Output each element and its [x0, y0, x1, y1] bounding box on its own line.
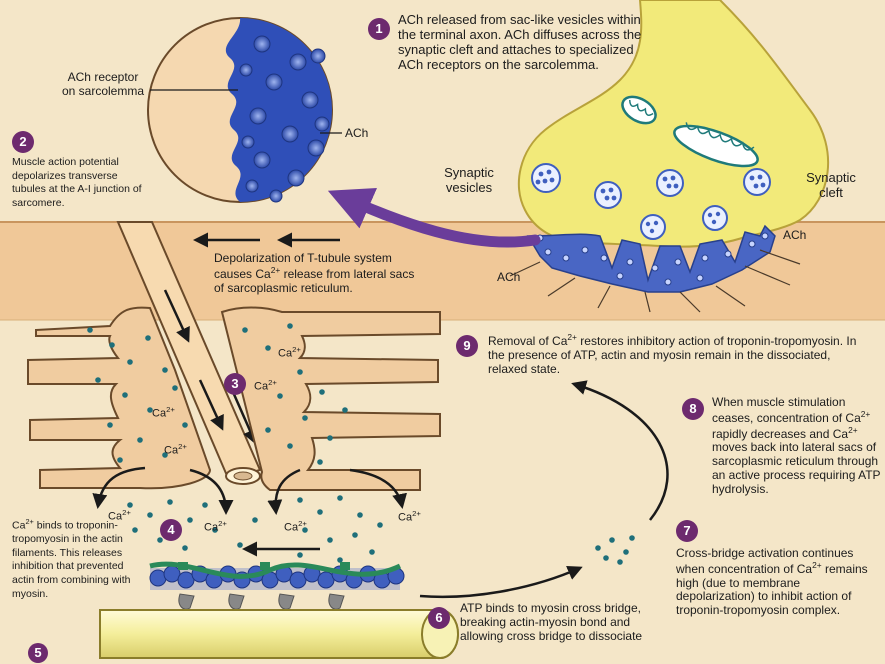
- ca-label: Ca2+: [254, 378, 277, 393]
- step-badge-9: 9: [456, 335, 478, 357]
- step-badge-8: 8: [682, 398, 704, 420]
- depolarization-text: Depolarization of T-tubule system causes…: [214, 252, 424, 295]
- step-4-text: Ca2+ binds to troponin-tropomyosin in th…: [12, 517, 137, 601]
- step-badge-4: 4: [160, 519, 182, 541]
- ach-cleft-label: ACh: [783, 228, 806, 242]
- step-badge-2: 2: [12, 131, 34, 153]
- step-6-text: ATP binds to myosin cross bridge, breaki…: [460, 602, 660, 643]
- step-badge-1: 1: [368, 18, 390, 40]
- ca-label: Ca2+: [278, 345, 301, 360]
- ach-inset-label: ACh: [345, 126, 368, 140]
- ca-label: Ca2+: [108, 508, 131, 523]
- step-badge-7: 7: [676, 520, 698, 542]
- arrow-to-calcium: [420, 568, 580, 597]
- synaptic-vesicles-label: Synaptic vesicles: [424, 165, 514, 195]
- synaptic-cleft-label: Synaptic cleft: [796, 170, 866, 200]
- ach-receptor-label: ACh receptor on sarcolemma: [44, 70, 162, 98]
- actin-filament: [150, 562, 404, 590]
- step-8-text: When muscle stimulation ceases, concentr…: [712, 396, 882, 497]
- step-7-text: Cross-bridge activation continues when c…: [676, 547, 871, 618]
- step-badge-6: 6: [428, 607, 450, 629]
- ca-label: Ca2+: [398, 509, 421, 524]
- step-badge-5: 5: [28, 643, 48, 663]
- receptor-inset: [148, 18, 342, 202]
- step-badge-3: 3: [224, 373, 246, 395]
- ca-label: Ca2+: [284, 519, 307, 534]
- ca-label: Ca2+: [164, 442, 187, 457]
- arrow-loop-up: [574, 384, 667, 520]
- myosin-filament: [100, 610, 458, 658]
- myosin-heads: [179, 594, 344, 609]
- step-2-text: Muscle action potential depolarizes tran…: [12, 156, 152, 211]
- ca-label: Ca2+: [152, 405, 175, 420]
- ach-bottom-label: ACh: [497, 270, 520, 284]
- step-9-text: Removal of Ca2+ restores inhibitory acti…: [488, 333, 860, 376]
- ca-label: Ca2+: [204, 519, 227, 534]
- step-1-text: ACh released from sac-like vesicles with…: [398, 13, 643, 73]
